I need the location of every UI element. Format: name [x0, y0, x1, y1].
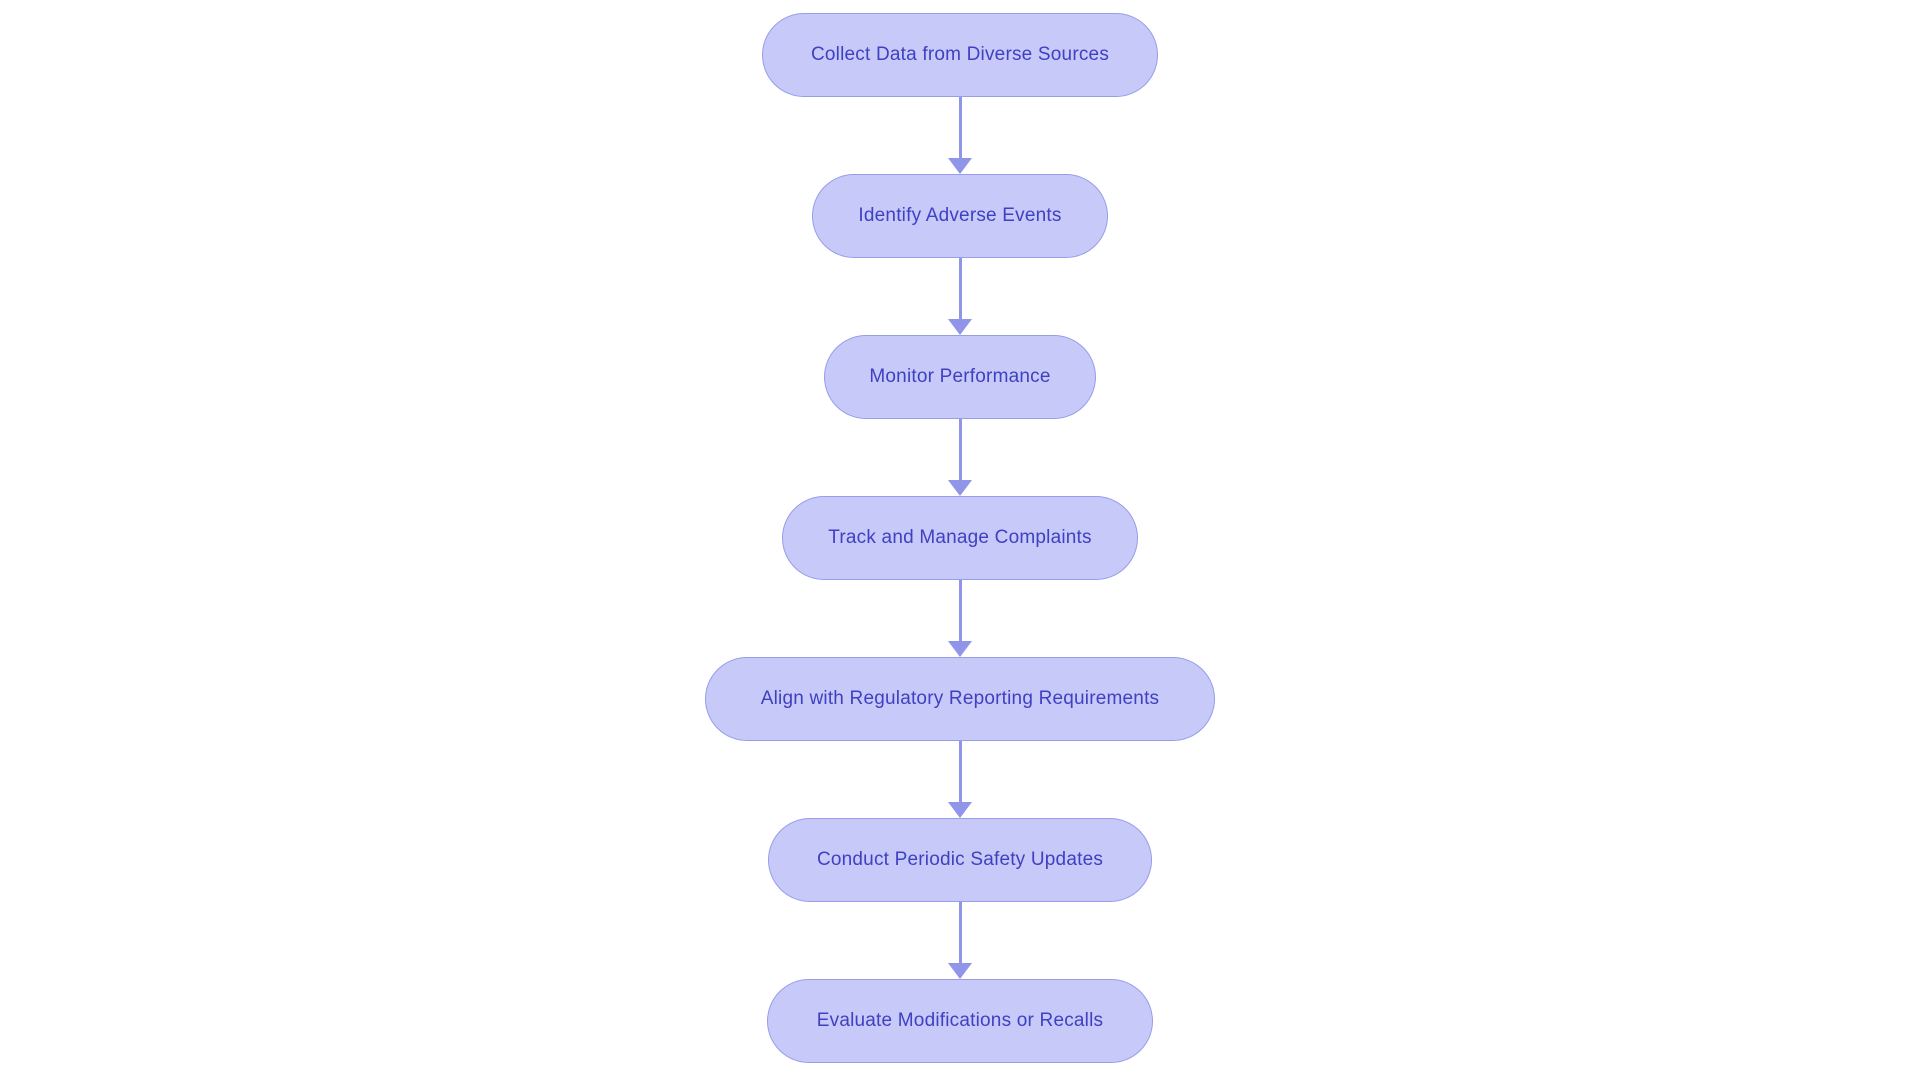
- arrowhead-down-icon: [948, 319, 972, 335]
- flow-node-label: Monitor Performance: [869, 366, 1051, 387]
- connector-arrow: [948, 902, 972, 979]
- flow-node-label: Conduct Periodic Safety Updates: [816, 849, 1104, 870]
- flow-node-regulatory-reporting: Align with Regulatory Reporting Requirem…: [705, 657, 1215, 741]
- arrowhead-down-icon: [948, 802, 972, 818]
- flow-node-label: Align with Regulatory Reporting Requirem…: [760, 688, 1160, 709]
- connector-line: [958, 580, 962, 641]
- flow-node-label: Identify Adverse Events: [858, 205, 1062, 226]
- connector-line: [958, 258, 962, 319]
- arrowhead-down-icon: [948, 158, 972, 174]
- arrowhead-down-icon: [948, 641, 972, 657]
- flow-node-label: Collect Data from Diverse Sources: [810, 44, 1110, 65]
- connector-arrow: [948, 419, 972, 496]
- connector-arrow: [948, 580, 972, 657]
- connector-line: [958, 419, 962, 480]
- connector-arrow: [948, 741, 972, 818]
- flow-node-collect-data: Collect Data from Diverse Sources: [762, 13, 1158, 97]
- arrowhead-down-icon: [948, 480, 972, 496]
- connector-arrow: [948, 258, 972, 335]
- connector-line: [958, 741, 962, 802]
- connector-line: [958, 902, 962, 963]
- connector-arrow: [948, 97, 972, 174]
- flow-node-label: Track and Manage Complaints: [828, 527, 1092, 548]
- flow-node-identify-adverse-events: Identify Adverse Events: [812, 174, 1108, 258]
- flow-node-modifications-recalls: Evaluate Modifications or Recalls: [767, 979, 1153, 1063]
- connector-line: [958, 97, 962, 158]
- flow-node-monitor-performance: Monitor Performance: [824, 335, 1096, 419]
- arrowhead-down-icon: [948, 963, 972, 979]
- flow-node-safety-updates: Conduct Periodic Safety Updates: [768, 818, 1152, 902]
- flow-node-label: Evaluate Modifications or Recalls: [816, 1010, 1104, 1031]
- flow-node-track-complaints: Track and Manage Complaints: [782, 496, 1138, 580]
